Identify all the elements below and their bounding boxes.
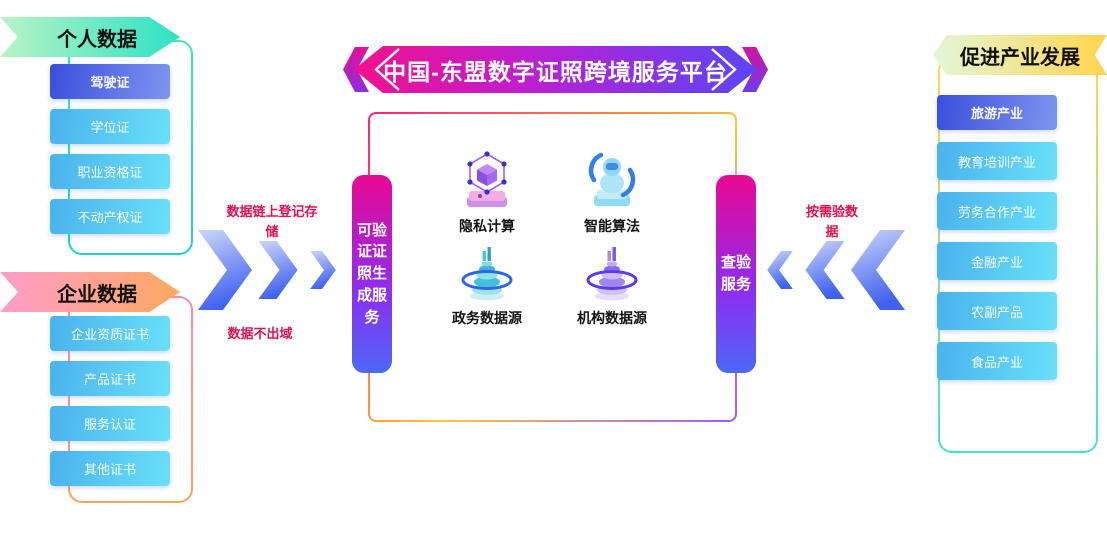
capability-org-data-source: 机构数据源 <box>554 240 670 328</box>
industry-agricultural-products: 农副产品 <box>937 292 1057 330</box>
cert-degree: 学位证 <box>50 109 170 144</box>
capability-label: 机构数据源 <box>577 310 647 326</box>
verifiable-cert-generation-service-bar: 可验 证证 照生 成服 务 <box>352 175 392 373</box>
smart-algorithm-icon <box>588 152 636 206</box>
platform-title: 中国-东盟数字证照跨境服务平台 <box>383 59 728 85</box>
personal-cert-list: 驾驶证 学位证 职业资格证 不动产权证 <box>50 64 170 244</box>
capability-label: 隐私计算 <box>459 218 515 234</box>
flow-arrow-right-small-icon <box>310 251 336 289</box>
cert-driving-license: 驾驶证 <box>50 64 170 99</box>
capability-label: 政务数据源 <box>452 310 522 326</box>
industry-list: 旅游产业 教育培训产业 劳务合作产业 金融产业 农副产品 食品产业 <box>937 95 1057 392</box>
org-data-source-icon <box>586 247 638 301</box>
industry-labor-cooperation: 劳务合作产业 <box>937 192 1057 230</box>
gov-data-source-icon <box>461 247 513 301</box>
platform-title-banner: 中国-东盟数字证照跨境服务平台 <box>343 45 768 95</box>
cert-real-estate: 不动产权证 <box>50 199 170 234</box>
flow-note-chain-registration: 数据链上登记存 储 <box>226 204 318 240</box>
capability-privacy-computing: 隐私计算 <box>429 148 545 236</box>
platform-core-box <box>368 112 737 422</box>
verification-service-bar: 查验 服务 <box>716 175 756 373</box>
flow-note-data-stays-local: 数据不出域 <box>227 326 293 341</box>
industry-food: 食品产业 <box>937 342 1057 380</box>
industry-finance: 金融产业 <box>937 242 1057 280</box>
personal-data-header: 个人数据 <box>0 17 180 57</box>
cert-enterprise-qualification: 企业资质证书 <box>50 316 170 351</box>
title-ribbon-shape <box>343 46 768 93</box>
cert-other: 其他证书 <box>50 451 170 486</box>
flow-note-verify-on-demand: 按需验数 据 <box>805 204 858 240</box>
flow-arrow-right-large-icon <box>198 230 252 310</box>
industry-tourism: 旅游产业 <box>937 95 1057 130</box>
flow-arrow-left-large-icon <box>851 230 905 310</box>
enterprise-cert-list: 企业资质证书 产品证书 服务认证 其他证书 <box>50 316 170 496</box>
flow-arrow-left-small-icon <box>767 251 793 289</box>
flow-arrow-left-medium-icon <box>805 241 845 299</box>
capability-label: 智能算法 <box>584 218 640 234</box>
privacy-computing-icon <box>467 151 507 207</box>
enterprise-data-header: 企业数据 <box>0 272 180 312</box>
industry-education-training: 教育培训产业 <box>937 142 1057 180</box>
capability-gov-data-source: 政务数据源 <box>429 240 545 328</box>
industry-header: 促进产业发展 <box>933 35 1107 75</box>
capability-smart-algorithm: 智能算法 <box>554 148 670 236</box>
cert-professional-qualification: 职业资格证 <box>50 154 170 189</box>
cert-service-accreditation: 服务认证 <box>50 406 170 441</box>
cert-product: 产品证书 <box>50 361 170 396</box>
flow-arrow-right-medium-icon <box>258 241 298 299</box>
